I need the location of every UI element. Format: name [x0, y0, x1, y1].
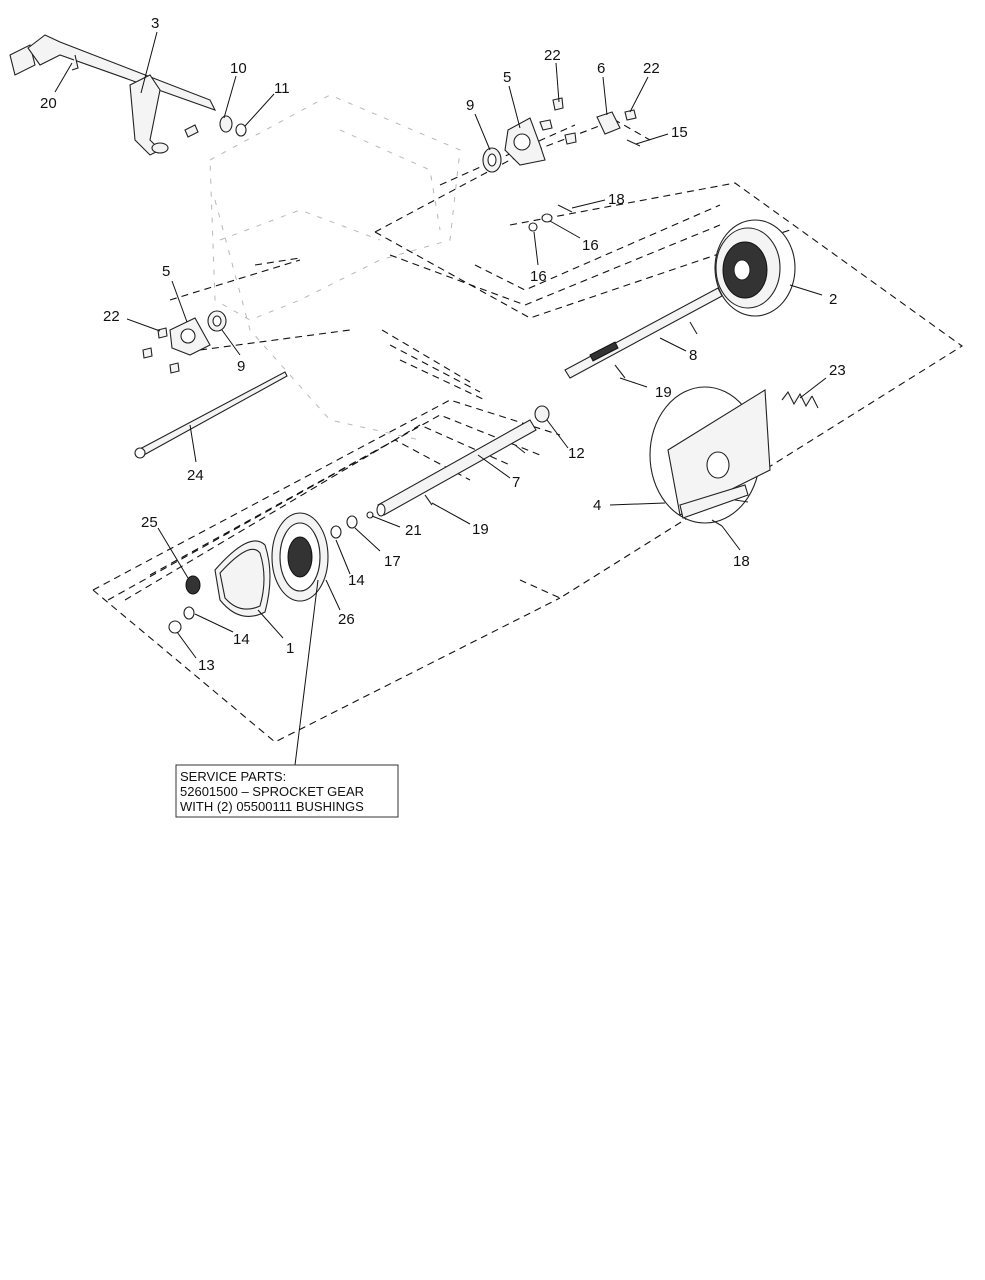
part-jackshaft-7	[376, 405, 550, 517]
callout-19: 19	[472, 521, 489, 538]
part-bracket-6	[596, 109, 641, 147]
callout-22: 22	[643, 60, 660, 77]
part-handle-assembly	[9, 34, 217, 156]
callout-23: 23	[829, 362, 846, 379]
service-note-line-2: 52601500 – SPROCKET GEAR	[180, 784, 364, 799]
callout-20: 20	[40, 95, 57, 112]
service-parts-note: SERVICE PARTS: 52601500 – SPROCKET GEAR …	[175, 764, 399, 818]
part-housing-4	[649, 386, 771, 527]
callout-11: 11	[274, 80, 290, 97]
callout-14: 14	[348, 572, 365, 589]
callout-5: 5	[503, 69, 511, 86]
callout-15: 15	[671, 124, 688, 141]
part-spring-23	[781, 390, 819, 409]
part-sprocket-26	[271, 512, 329, 602]
callout-2: 2	[829, 291, 837, 308]
callout-labels: 3 20 10 11 22 5 9 6 22 15 18 16 16 2 5 2…	[40, 15, 846, 674]
callout-10: 10	[230, 60, 247, 77]
callout-3: 3	[151, 15, 159, 32]
part-washers-16	[528, 204, 573, 232]
part-wheel-2	[714, 219, 796, 317]
part-bushing-10	[219, 115, 247, 137]
callout-14: 14	[233, 631, 250, 648]
callout-9: 9	[466, 97, 474, 114]
callout-6: 6	[597, 60, 605, 77]
callout-18: 18	[733, 553, 750, 570]
part-axle-8	[564, 287, 723, 379]
callout-17: 17	[384, 553, 401, 570]
callout-5: 5	[162, 263, 170, 280]
part-flange-bearing-lower	[142, 310, 227, 374]
part-chain-1	[214, 540, 271, 617]
callout-21: 21	[405, 522, 422, 539]
part-rod-24	[134, 371, 288, 459]
callout-9: 9	[237, 358, 245, 375]
part-small-sprocket-25	[168, 575, 201, 634]
callout-24: 24	[187, 467, 204, 484]
callout-16: 16	[530, 268, 547, 285]
callout-18: 18	[608, 191, 625, 208]
callout-19: 19	[655, 384, 672, 401]
part-flange-bearing-upper	[482, 97, 577, 173]
service-note-line-3: WITH (2) 05500111 BUSHINGS	[180, 799, 364, 814]
ghost-frame	[209, 94, 461, 441]
callout-4: 4	[593, 497, 601, 514]
callout-22: 22	[544, 47, 561, 64]
callout-16: 16	[582, 237, 599, 254]
callout-12: 12	[568, 445, 585, 462]
service-note-line-1: SERVICE PARTS:	[180, 769, 286, 784]
callout-1: 1	[286, 640, 294, 657]
callout-8: 8	[689, 347, 697, 364]
callout-26: 26	[338, 611, 355, 628]
callout-22: 22	[103, 308, 120, 325]
callout-13: 13	[198, 657, 215, 674]
leader-lines	[54, 31, 827, 766]
part-washers-17	[330, 511, 374, 539]
callout-7: 7	[512, 474, 520, 491]
callout-25: 25	[141, 514, 158, 531]
